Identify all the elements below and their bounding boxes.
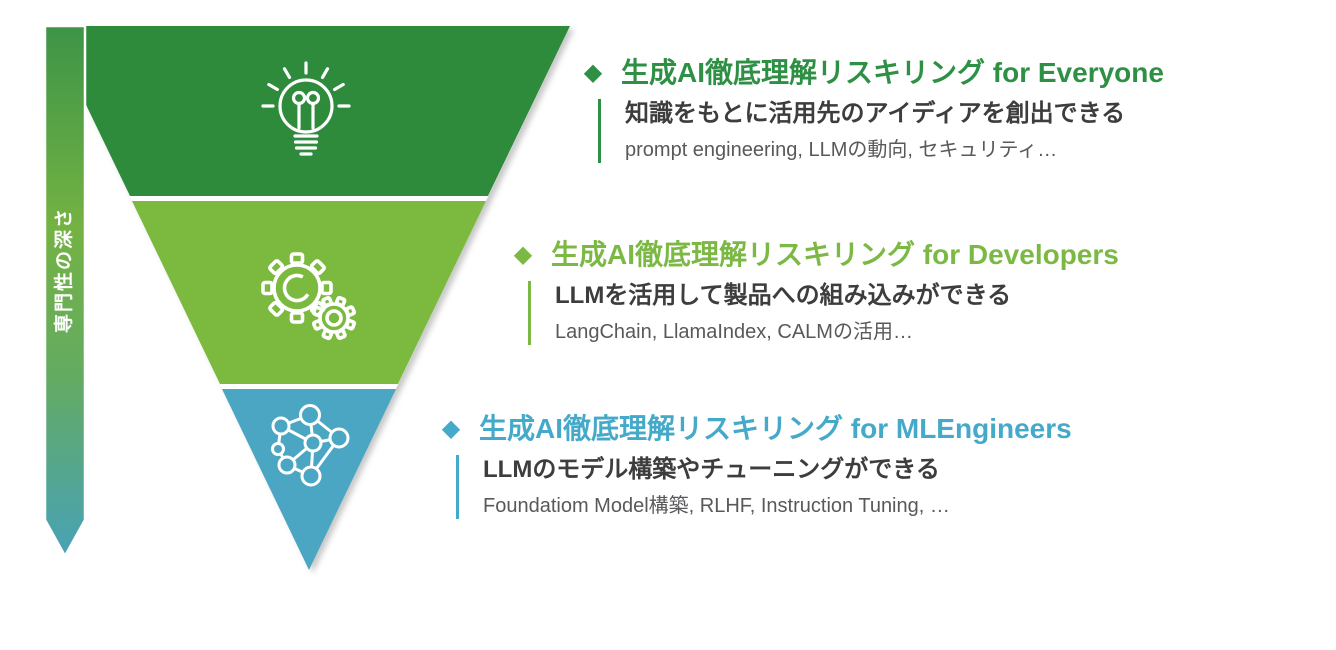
course-outcome: LLMのモデル構築やチューニングができる (483, 456, 940, 483)
funnel-graphic (43, 24, 570, 570)
network-icon (271, 404, 350, 487)
course-outcome: 知識をもとに活用先のアイディアを創出できる (625, 100, 1126, 127)
course-block-everyone: ◆ 生成AI徹底理解リスキリング for Everyone 知識をもとに活用先の… (580, 56, 1164, 167)
diamond-bullet-icon: ◆ (513, 241, 533, 268)
course-title: 生成AI徹底理解リスキリング for MLEngineers (479, 413, 1072, 444)
course-block-mlengineers: ◆ 生成AI徹底理解リスキリング for MLEngineers LLMのモデル… (438, 412, 1072, 523)
course-title-row: ◆ 生成AI徹底理解リスキリング for Everyone (580, 56, 1164, 90)
course-title-row: ◆ 生成AI徹底理解リスキリング for Developers (510, 238, 1119, 272)
course-topics: LangChain, LlamaIndex, CALMの活用… (555, 321, 913, 343)
course-topics: prompt engineering, LLMの動向, セキュリティ… (625, 139, 1058, 161)
expertise-depth-arrow (43, 24, 87, 559)
funnel-level-developers (132, 201, 486, 384)
funnel-level-everyone (48, 26, 570, 196)
course-title: 生成AI徹底理解リスキリング for Developers (551, 239, 1119, 270)
course-outcome: LLMを活用して製品への組み込みができる (555, 282, 1012, 309)
course-details: LLMのモデル構築やチューニングができる Foundatiom Model構築,… (456, 455, 1072, 519)
course-block-developers: ◆ 生成AI徹底理解リスキリング for Developers LLMを活用して… (510, 238, 1119, 349)
lightbulb-icon (261, 61, 351, 156)
course-title-row: ◆ 生成AI徹底理解リスキリング for MLEngineers (438, 412, 1072, 446)
diamond-bullet-icon: ◆ (441, 415, 461, 442)
course-details: LLMを活用して製品への組み込みができる LangChain, LlamaInd… (528, 281, 1119, 345)
gears-icon (261, 252, 357, 341)
course-topics: Foundatiom Model構築, RLHF, Instruction Tu… (483, 495, 950, 517)
course-title: 生成AI徹底理解リスキリング for Everyone (621, 57, 1164, 88)
course-details: 知識をもとに活用先のアイディアを創出できる prompt engineering… (598, 99, 1164, 163)
expertise-depth-label: 専門性の深さ (54, 207, 75, 334)
diamond-bullet-icon: ◆ (583, 59, 603, 86)
